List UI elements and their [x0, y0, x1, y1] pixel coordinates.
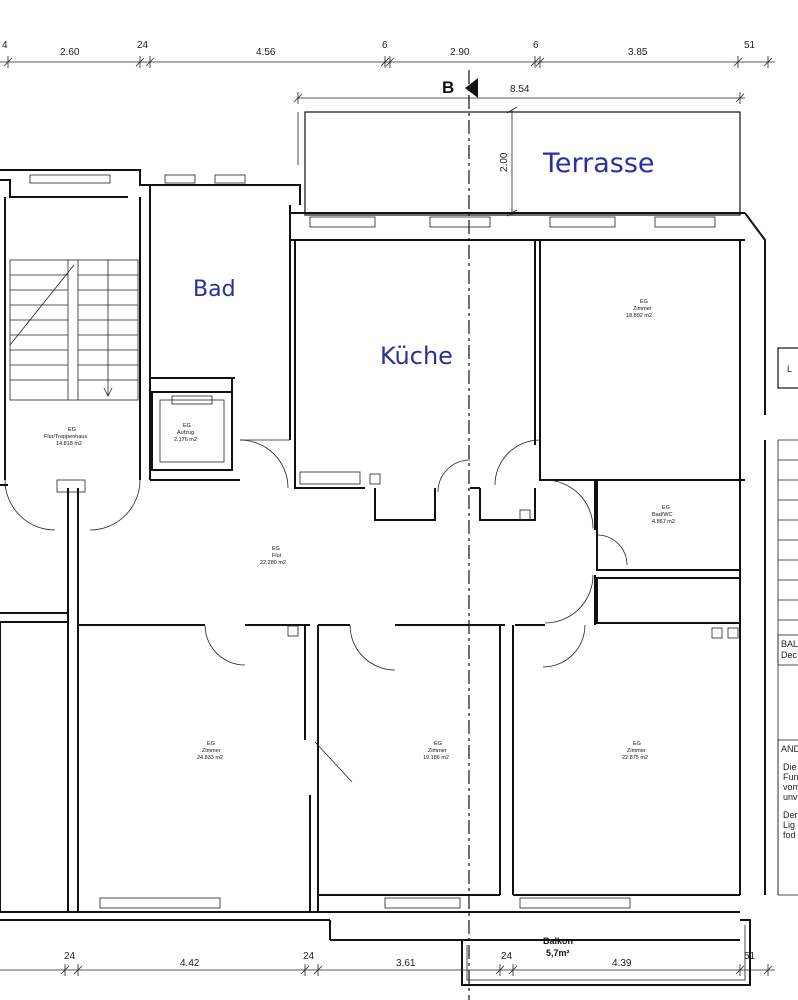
room-aufzug: EG Aufzug 2.176 m2: [149, 378, 240, 481]
staircase: EG Flur/Treppenhaus 14.818 m2: [0, 197, 141, 531]
room-kueche: Küche: [239, 240, 536, 521]
dim-top-6: 2.90: [450, 47, 470, 58]
zimmer-se-area: 22.875 m2: [622, 755, 648, 761]
top-dimension-chain: 4 2.60 24 4.56 6 2.90 6 3.85 51: [0, 40, 775, 68]
flur-area: 22.280 m2: [260, 560, 286, 566]
treppenhaus-area: 14.818 m2: [56, 441, 82, 447]
section-marker-label: B: [442, 78, 454, 97]
outer-walls: [0, 169, 798, 941]
zimmer-sw-name: Zimmer: [202, 748, 221, 754]
side-frag-lig: Lig: [783, 820, 795, 830]
lower-partitions: [0, 488, 586, 912]
treppenhaus-floor: EG: [68, 427, 76, 433]
aufzug-floor: EG: [183, 423, 191, 429]
dim-top-1: 4: [2, 40, 8, 51]
dim-top-5: 6: [382, 40, 388, 51]
bottom-dimension-chain: 24 4.42 24 3.61 24 4.39 51: [0, 951, 775, 976]
side-frag-and: AND: [781, 744, 798, 754]
flur-name: Flur: [272, 553, 282, 559]
aufzug-name: Aufzug: [177, 430, 194, 436]
dim-terrace-width: 8.54: [510, 84, 530, 95]
zimmer-s-area: 19.186 m2: [423, 755, 449, 761]
room-bad-wc: EG Bad/WC 4.867 m2: [596, 479, 741, 639]
dim-bottom-6: 4.39: [612, 958, 632, 969]
zimmer-ne-area: 18.892 m2: [626, 313, 652, 319]
dim-top-4: 4.56: [256, 47, 276, 58]
dim-bottom-5: 24: [501, 951, 513, 962]
dim-top-3: 24: [137, 40, 149, 51]
balkon-area: 5,7m²: [546, 948, 570, 958]
room-zimmer-s: EG Zimmer 19.186 m2: [317, 625, 501, 912]
side-frag-bal: BAL: [781, 639, 798, 649]
side-title-block: L BAL Dec AND Die Fun vom unv Der Lig fo…: [777, 347, 798, 896]
room-zimmer-ne: EG Zimmer 18.892 m2: [479, 240, 745, 521]
dim-top-8: 3.85: [628, 47, 648, 58]
side-frag-vom: vom: [783, 782, 798, 792]
label-terrasse: Terrasse: [542, 148, 655, 179]
bad-wc-floor: EG: [662, 505, 670, 511]
bad-wc-name: Bad/WC: [652, 512, 673, 518]
terrace-dimensions: 8.54 2.00: [293, 84, 745, 217]
dim-terrace-depth: 2.00: [499, 152, 510, 172]
zimmer-sw-floor: EG: [207, 741, 215, 747]
side-frag-die: Die: [783, 762, 797, 772]
side-frag-unv: unv: [783, 792, 798, 802]
side-frag-fun: Fun: [783, 772, 798, 782]
dim-bottom-4: 3.61: [396, 958, 416, 969]
balkon-name: Balkon: [543, 936, 573, 946]
side-frag-fod: fod: [783, 830, 796, 840]
aufzug-area: 2.176 m2: [174, 437, 197, 443]
room-bad: Bad: [149, 185, 291, 440]
bad-wc-area: 4.867 m2: [652, 519, 675, 525]
side-frag-dec: Dec: [781, 650, 798, 660]
room-zimmer-sw: EG Zimmer 24.833 m2: [0, 622, 353, 912]
dim-top-2: 2.60: [60, 47, 80, 58]
terrace: Terrasse: [297, 111, 741, 216]
treppenhaus-name: Flur/Treppenhaus: [44, 434, 87, 440]
flur-floor: EG: [272, 546, 280, 552]
zimmer-sw-area: 24.833 m2: [197, 755, 223, 761]
zimmer-s-name: Zimmer: [428, 748, 447, 754]
dim-top-7: 6: [533, 40, 539, 51]
dim-bottom-3: 24: [303, 951, 315, 962]
dim-bottom-1: 24: [64, 951, 76, 962]
zimmer-s-floor: EG: [434, 741, 442, 747]
dim-bottom-7: 51: [744, 951, 756, 962]
label-bad: Bad: [193, 277, 236, 302]
label-kueche: Küche: [380, 342, 453, 370]
dim-top-9: 51: [744, 40, 756, 51]
side-frag-l: L: [787, 364, 792, 374]
zimmer-se-name: Zimmer: [627, 748, 646, 754]
side-frag-der: Der: [783, 810, 798, 820]
section-marker-b: B: [442, 70, 478, 1000]
room-flur: EG Flur 22.280 m2: [260, 479, 596, 625]
room-zimmer-se: EG Zimmer 22.875 m2: [78, 625, 740, 913]
zimmer-ne-name: Zimmer: [633, 306, 652, 312]
zimmer-ne-floor: EG: [640, 299, 648, 305]
zimmer-se-floor: EG: [633, 741, 641, 747]
dim-bottom-2: 4.42: [180, 958, 200, 969]
